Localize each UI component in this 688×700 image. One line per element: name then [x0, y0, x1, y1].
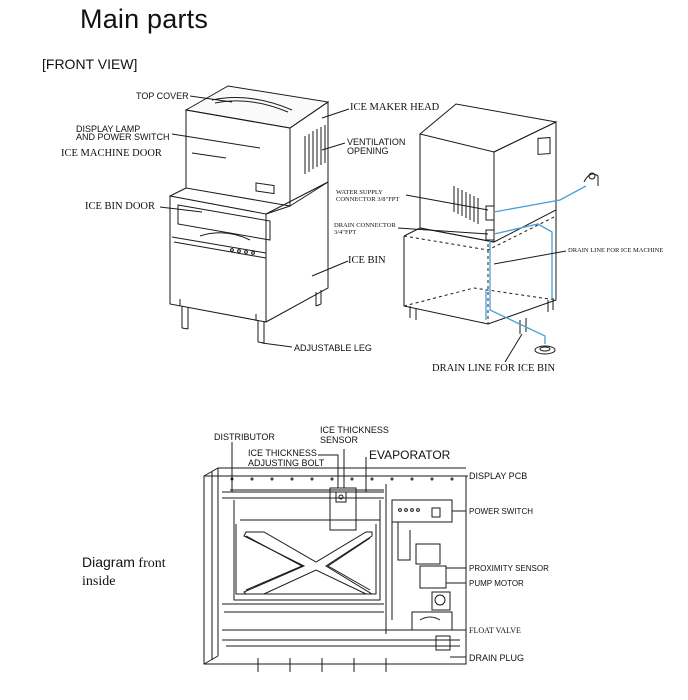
label-display-lamp-1: DISPLAY LAMP — [76, 124, 141, 134]
ventilation-slots — [304, 125, 326, 174]
label-ventilation-1: VENTILATION — [347, 137, 406, 147]
label-ice-maker-head: ICE MAKER HEAD — [350, 102, 440, 113]
label-drain-connector-2: 3/4"FPT — [334, 229, 357, 236]
label-ice-bin-door: ICE BIN DOOR — [85, 201, 155, 212]
label-ice-bin: ICE BIN — [348, 255, 386, 266]
label-ventilation-2: OPENING — [347, 146, 389, 156]
label-adjustable-leg: ADJUSTABLE LEG — [294, 343, 372, 353]
label-drain-line-machine: DRAIN LINE FOR ICE MACHINE — [568, 247, 664, 254]
label-drain-line-bin: DRAIN LINE FOR ICE BIN — [432, 363, 556, 374]
label-power-switch: POWER SWITCH — [469, 507, 533, 516]
label-drain-plug: DRAIN PLUG — [469, 653, 525, 663]
label-proximity-sensor: PROXIMITY SENSOR — [469, 564, 549, 573]
page-title: Main parts — [80, 4, 209, 34]
label-ice-machine-door: ICE MACHINE DOOR — [61, 148, 162, 159]
label-ice-thickness-sensor-1: ICE THICKNESS — [320, 425, 389, 435]
label-drain-connector-1: DRAIN CONNECTOR — [334, 222, 396, 229]
label-float-valve: FLOAT VALVE — [469, 626, 521, 635]
front-view-heading: [FRONT VIEW] — [42, 56, 138, 72]
label-water-supply-1: WATER SUPPLY — [336, 189, 383, 196]
label-evaporator: EVAPORATOR — [369, 448, 451, 462]
label-ice-thickness-sensor-2: SENSOR — [320, 435, 359, 445]
label-display-pcb: DISPLAY PCB — [469, 471, 528, 481]
diagram-caption-rest: front — [134, 556, 166, 571]
label-pump-motor: PUMP MOTOR — [469, 579, 524, 588]
label-top-cover: TOP COVER — [136, 91, 189, 101]
label-distributor: DISTRIBUTOR — [214, 432, 275, 442]
diagram-caption-bold: Diagram — [82, 554, 135, 570]
rear-ice-machine-drawing — [403, 103, 599, 355]
inside-diagram-drawing — [203, 467, 467, 672]
label-display-lamp-2: AND POWER SWITCH — [76, 132, 170, 142]
diagram-caption-line2: inside — [82, 574, 116, 589]
front-ice-machine-drawing — [169, 85, 330, 344]
label-water-supply-2: CONNECTOR 3/8"FPT — [336, 196, 400, 203]
label-ice-thickness-bolt-2: ADJUSTING BOLT — [248, 458, 325, 468]
water-pipes — [485, 185, 587, 344]
label-ice-thickness-bolt-1: ICE THICKNESS — [248, 448, 317, 458]
diagram-caption: Diagram front inside — [82, 554, 166, 590]
